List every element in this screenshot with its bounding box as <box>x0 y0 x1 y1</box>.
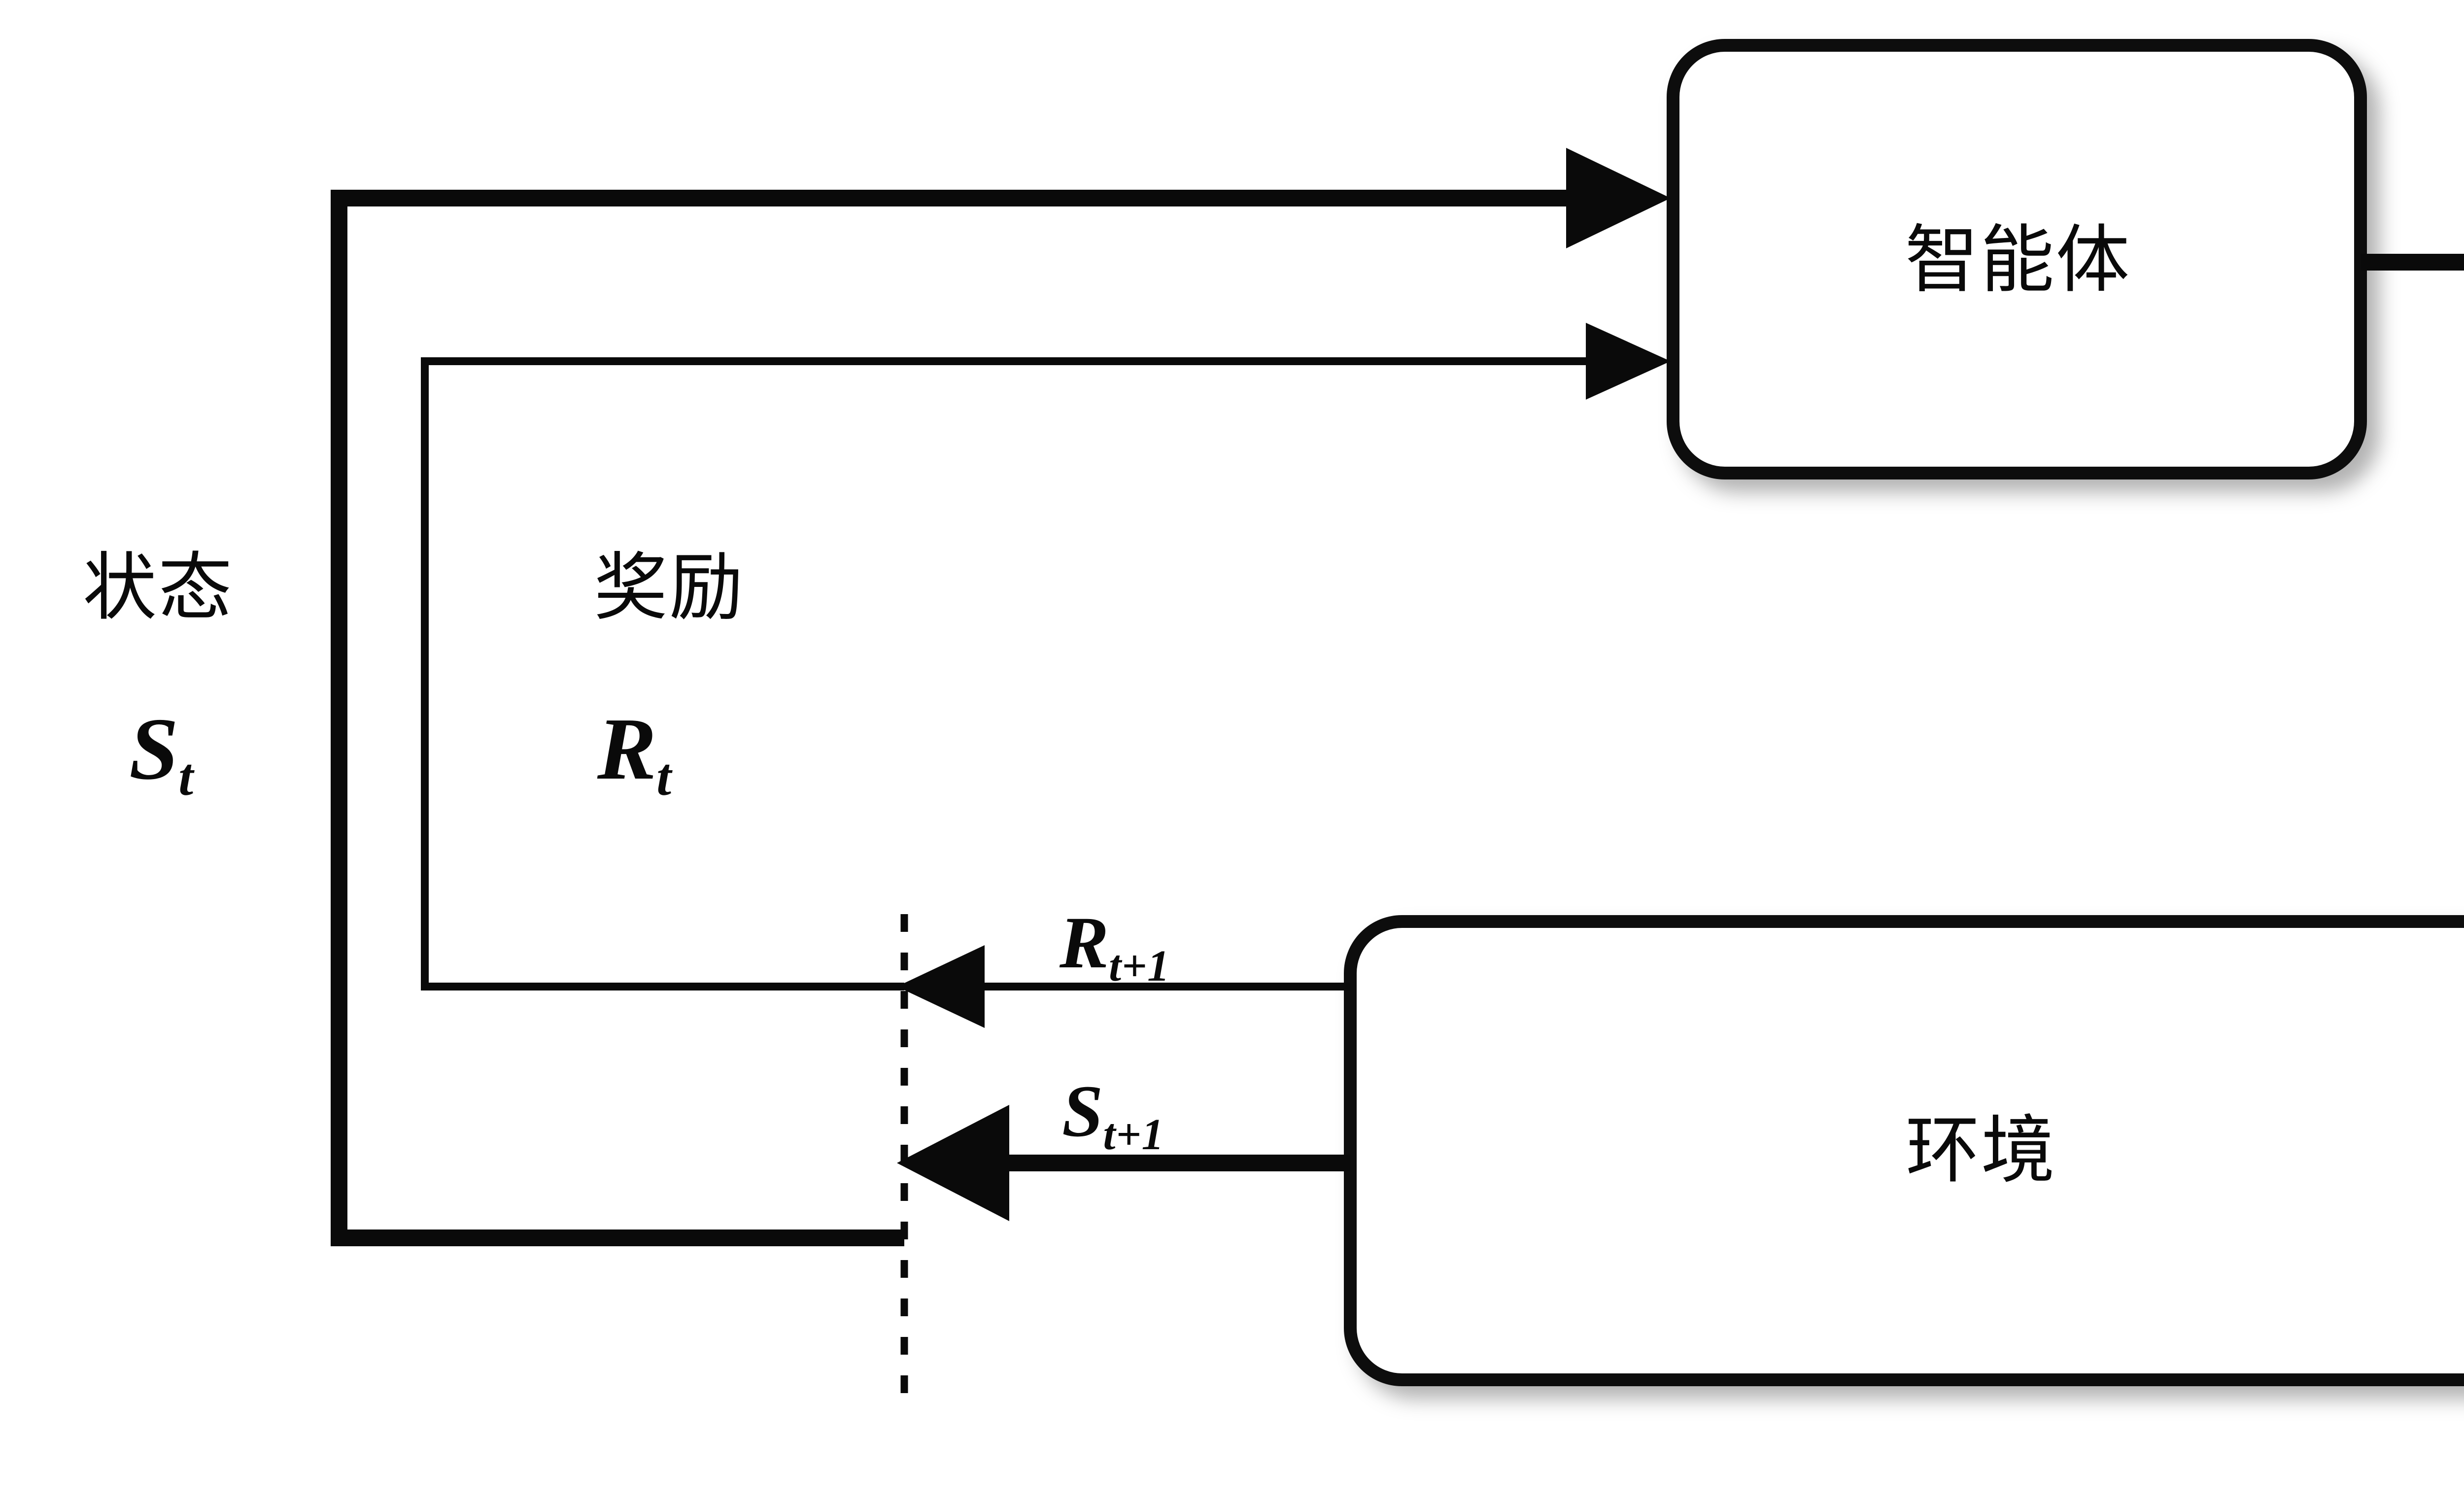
next-reward-arrowhead-icon <box>897 945 985 1028</box>
next-state-edge[interactable] <box>897 1105 1350 1221</box>
next-reward-symbol-subscript: t+1 <box>1109 942 1170 991</box>
reward-label-word: 奖励 <box>594 545 745 631</box>
reward-symbol-subscript: t <box>656 748 672 807</box>
reward-label-symbol: Rt <box>597 705 672 804</box>
state-symbol-base: S <box>129 700 179 798</box>
next-state-symbol-base: S <box>1062 1070 1103 1152</box>
environment-node[interactable] <box>1344 915 2464 1386</box>
reward-edge[interactable] <box>421 323 1671 991</box>
next-state-symbol-subscript: t+1 <box>1103 1110 1164 1159</box>
agent-box-label: 智能体 <box>1905 217 2131 303</box>
state-edge-path <box>331 190 1611 1246</box>
state-edge[interactable] <box>331 148 1671 1246</box>
next-reward-edge[interactable] <box>897 945 1350 1028</box>
state-label-symbol: St <box>129 705 194 804</box>
reward-edge-path <box>421 357 1616 991</box>
state-symbol-subscript: t <box>178 748 194 807</box>
next-reward-symbol-base: R <box>1060 902 1109 984</box>
reward-arrowhead-icon <box>1586 323 1671 400</box>
next-reward-label: Rt+1 <box>1060 906 1170 989</box>
environment-box-label: 环境 <box>1905 1108 2056 1194</box>
state-label-word: 状态 <box>83 545 234 631</box>
environment-box-shape <box>1344 915 2464 1386</box>
next-state-arrowhead-icon <box>897 1105 1009 1221</box>
figure-caption-partial <box>148 1484 2168 1503</box>
reward-symbol-base: R <box>597 700 657 798</box>
state-arrowhead-icon <box>1566 148 1671 248</box>
next-state-label: St+1 <box>1062 1074 1164 1157</box>
